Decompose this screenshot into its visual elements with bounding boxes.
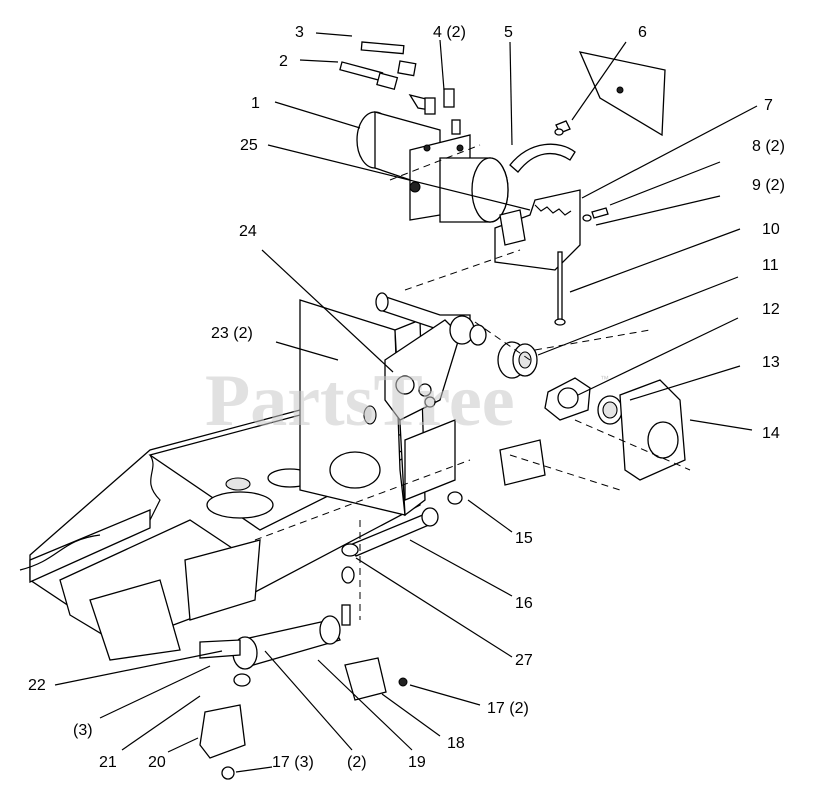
partstree-watermark: PartsTree ™ bbox=[205, 360, 609, 442]
callout-15: 15 bbox=[515, 530, 533, 547]
callout-25: 25 bbox=[240, 137, 258, 154]
leader-lines bbox=[54, 32, 758, 773]
callout-6: 6 bbox=[638, 24, 647, 41]
callout-22: 22 bbox=[28, 677, 46, 694]
alignment-lines bbox=[254, 144, 691, 620]
hydraulic-motor bbox=[356, 111, 509, 223]
callout-21: 21 bbox=[99, 754, 117, 771]
pivot-arm bbox=[375, 292, 487, 421]
callout-24: 24 bbox=[239, 223, 257, 240]
callout-4: 4 (2) bbox=[433, 24, 466, 41]
callout-12: 12 bbox=[762, 301, 780, 318]
callout-23: 23 (2) bbox=[211, 325, 253, 342]
callout-14: 14 bbox=[762, 425, 780, 442]
callout-5: 5 bbox=[504, 24, 513, 41]
callout-2-paren: (2) bbox=[347, 754, 367, 771]
callout-17-upper: 17 (2) bbox=[487, 700, 529, 717]
callout-9: 9 (2) bbox=[752, 177, 785, 194]
callout-10: 10 bbox=[762, 221, 780, 238]
callout-1: 1 bbox=[251, 95, 260, 112]
callout-17-lower: 17 (3) bbox=[272, 754, 314, 771]
callout-27: 27 bbox=[515, 652, 533, 669]
callout-20: 20 bbox=[148, 754, 166, 771]
bracket-plate bbox=[299, 299, 456, 517]
callout-11: 11 bbox=[762, 257, 779, 274]
watermark-text: PartsTree bbox=[205, 360, 515, 442]
callout-19: 19 bbox=[408, 754, 426, 771]
lower-shaft bbox=[341, 491, 463, 584]
hose-fittings bbox=[339, 41, 461, 135]
callout-16: 16 bbox=[515, 595, 533, 612]
callout-labels: 3 4 (2) 5 6 2 1 7 8 (2) 25 9 (2) 10 24 1… bbox=[28, 24, 785, 771]
callout-7: 7 bbox=[764, 97, 773, 114]
callout-3: 3 bbox=[295, 24, 304, 41]
callout-2: 2 bbox=[279, 53, 288, 70]
clamp-and-bracket bbox=[494, 51, 666, 326]
callout-13: 13 bbox=[762, 354, 780, 371]
watermark-tm: ™ bbox=[600, 374, 609, 384]
callout-8: 8 (2) bbox=[752, 138, 785, 155]
callout-18: 18 bbox=[447, 735, 465, 752]
bearing-assembly bbox=[497, 341, 686, 486]
hydraulic-cylinder bbox=[199, 604, 408, 780]
callout-3-paren: (3) bbox=[73, 722, 93, 739]
